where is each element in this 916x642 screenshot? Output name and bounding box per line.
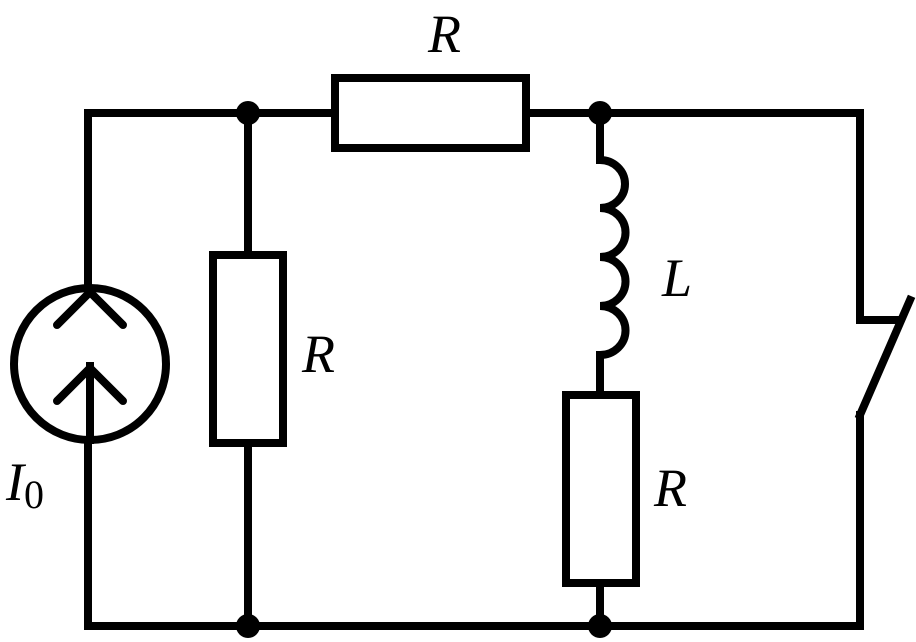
current-source-arrow-upper	[53, 286, 127, 329]
junction-dot	[588, 614, 612, 638]
resistor-right	[562, 391, 640, 587]
inductor	[596, 156, 630, 359]
wires	[84, 109, 902, 630]
label-resistor-left: R	[301, 324, 335, 384]
current-source-arrow-lower	[53, 362, 127, 405]
label-inductor: L	[661, 248, 692, 308]
label-resistor-right: R	[653, 458, 687, 518]
junctions	[236, 101, 612, 638]
junction-dot	[588, 101, 612, 125]
label-current-source-main: I	[5, 452, 27, 512]
junction-dot	[236, 614, 260, 638]
label-current-source-sub: 0	[24, 472, 44, 517]
switch-blade	[854, 294, 916, 421]
label-current-source: I0	[5, 452, 44, 517]
current-source	[10, 284, 170, 444]
junction-dot	[236, 101, 260, 125]
resistor-top	[331, 74, 530, 152]
label-resistor-top: R	[427, 4, 461, 64]
resistor-left	[209, 251, 287, 447]
